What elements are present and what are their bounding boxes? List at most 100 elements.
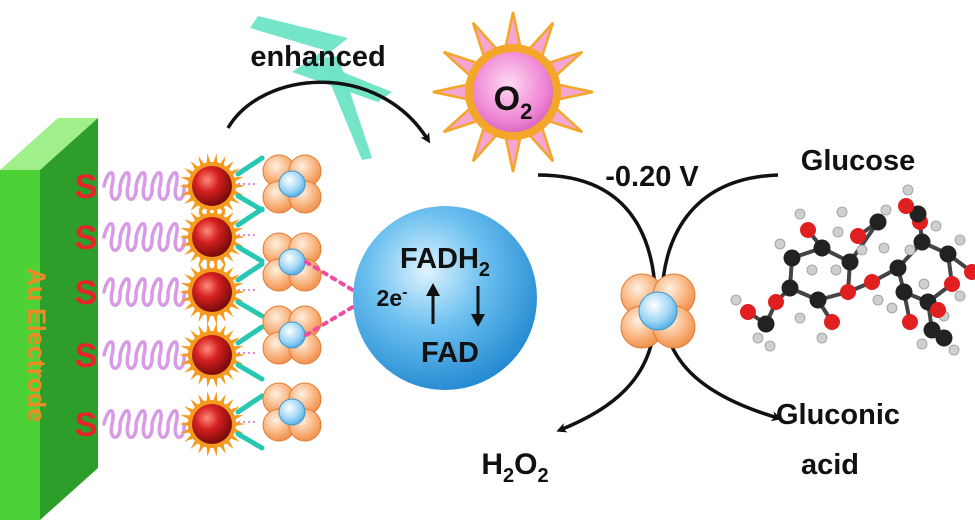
hydrogen-atom (954, 290, 966, 302)
carbon-atom (939, 245, 957, 263)
down-arrow (471, 286, 485, 327)
carbon-atom (895, 283, 913, 301)
teal-linker (235, 393, 265, 415)
oxygen-atom (944, 276, 960, 292)
glucose-oxidase-enzyme-icon (262, 382, 322, 442)
sun-ray (504, 136, 522, 173)
corona-spike (212, 391, 218, 403)
o2-label: O2 (494, 80, 533, 124)
glucose-oxidase-enzyme-icon (262, 232, 322, 292)
corona-spike (212, 445, 218, 457)
o2-main: O (494, 80, 520, 118)
corona-spike (206, 259, 212, 271)
au-electrode: Au Electrode (0, 118, 98, 520)
hydrogen-atom (954, 234, 966, 246)
oxygen-atom (864, 274, 880, 290)
enzyme-core (278, 321, 306, 349)
glucose-oxidase-enzyme-icon (620, 273, 696, 349)
corona-spike (233, 289, 245, 295)
corona-spike (206, 204, 212, 216)
spring-linker (102, 277, 186, 307)
hydrogen-atom (856, 244, 868, 256)
h2o2-subscript-1: 2 (503, 465, 514, 487)
enhanced-arrow (226, 80, 431, 144)
corona-spike (212, 204, 218, 216)
hydrogen-atom (832, 226, 844, 238)
hydrogen-atom (830, 264, 842, 276)
oxygen-atom (768, 294, 784, 310)
hydrogen-atom (752, 332, 764, 344)
gluconic-acid-label-line2: acid (801, 449, 859, 481)
enhanced-label: enhanced (250, 41, 385, 73)
teal-linker (235, 155, 265, 177)
sulfur-atom: S (75, 337, 98, 375)
spring-linker (102, 409, 186, 439)
cofactor-sphere: FADH2 2e- FAD (353, 206, 537, 390)
carbon-atom (935, 329, 953, 347)
corona-spike (206, 322, 212, 334)
sulfur-atom: S (75, 274, 98, 312)
cofactor-sphere-body (353, 206, 537, 390)
hydrogen-atom (764, 340, 776, 352)
corona-spike (179, 183, 191, 189)
hydrogen-atom (730, 294, 742, 306)
corona-spike (206, 445, 212, 457)
carbon-atom (783, 249, 801, 267)
corona-spike (179, 234, 191, 240)
hydrogen-atom (930, 220, 942, 232)
sulfur-atom: S (75, 406, 98, 444)
lightning-bolt-icon (250, 16, 392, 160)
oxygen-atom (898, 198, 914, 214)
corona-spike (179, 289, 191, 295)
carbon-atom (923, 321, 941, 339)
enzyme-core (278, 170, 306, 198)
electrode-top-face (0, 118, 98, 170)
oxygen-atom (800, 222, 816, 238)
hydrogen-atom (794, 208, 806, 220)
hydrogen-atom (918, 278, 930, 290)
corona-spike (212, 376, 218, 388)
h2o2-label: H2O2 (481, 448, 548, 487)
fadh2-main: FADH (400, 243, 479, 275)
electron-transfer-bond (304, 260, 358, 294)
hydrogen-atom (916, 338, 928, 350)
oxygen-atom (930, 302, 946, 318)
carbon-atom (913, 233, 931, 251)
hydrogen-atom (878, 242, 890, 254)
hydrogen-atom (948, 344, 960, 356)
fad-label: FAD (421, 337, 479, 369)
hydrogen-atom (816, 332, 828, 344)
o2-subscript: 2 (520, 99, 532, 124)
oxygen-atom (824, 314, 840, 330)
carbon-atom (889, 259, 907, 277)
hydrogen-atom (904, 244, 916, 256)
electrode-label: Au Electrode (22, 268, 50, 422)
teal-linker (235, 244, 265, 264)
carbon-atom (809, 291, 827, 309)
carbon-atom (909, 205, 927, 223)
corona-spike (233, 421, 245, 427)
teal-linker (235, 299, 265, 319)
corona-spike (212, 313, 218, 325)
corona-spike (233, 183, 245, 189)
corona-spike (179, 421, 191, 427)
teal-linker (235, 362, 265, 382)
fadh2-subscript: 2 (479, 259, 490, 281)
teal-linker (235, 261, 265, 283)
sun-ray (432, 83, 469, 101)
carbon-atom (781, 279, 799, 297)
two-e-main: 2e (377, 285, 403, 311)
hydrogen-atom (886, 302, 898, 314)
teal-linker (235, 324, 265, 346)
oxygen-atom (740, 304, 756, 320)
nanoparticle (192, 404, 232, 444)
teal-linker (235, 193, 265, 213)
corona-spike (206, 391, 212, 403)
corona-spike (206, 313, 212, 325)
enzyme-core (278, 248, 306, 276)
corona-spike (206, 376, 212, 388)
hydrogen-atom (806, 264, 818, 276)
